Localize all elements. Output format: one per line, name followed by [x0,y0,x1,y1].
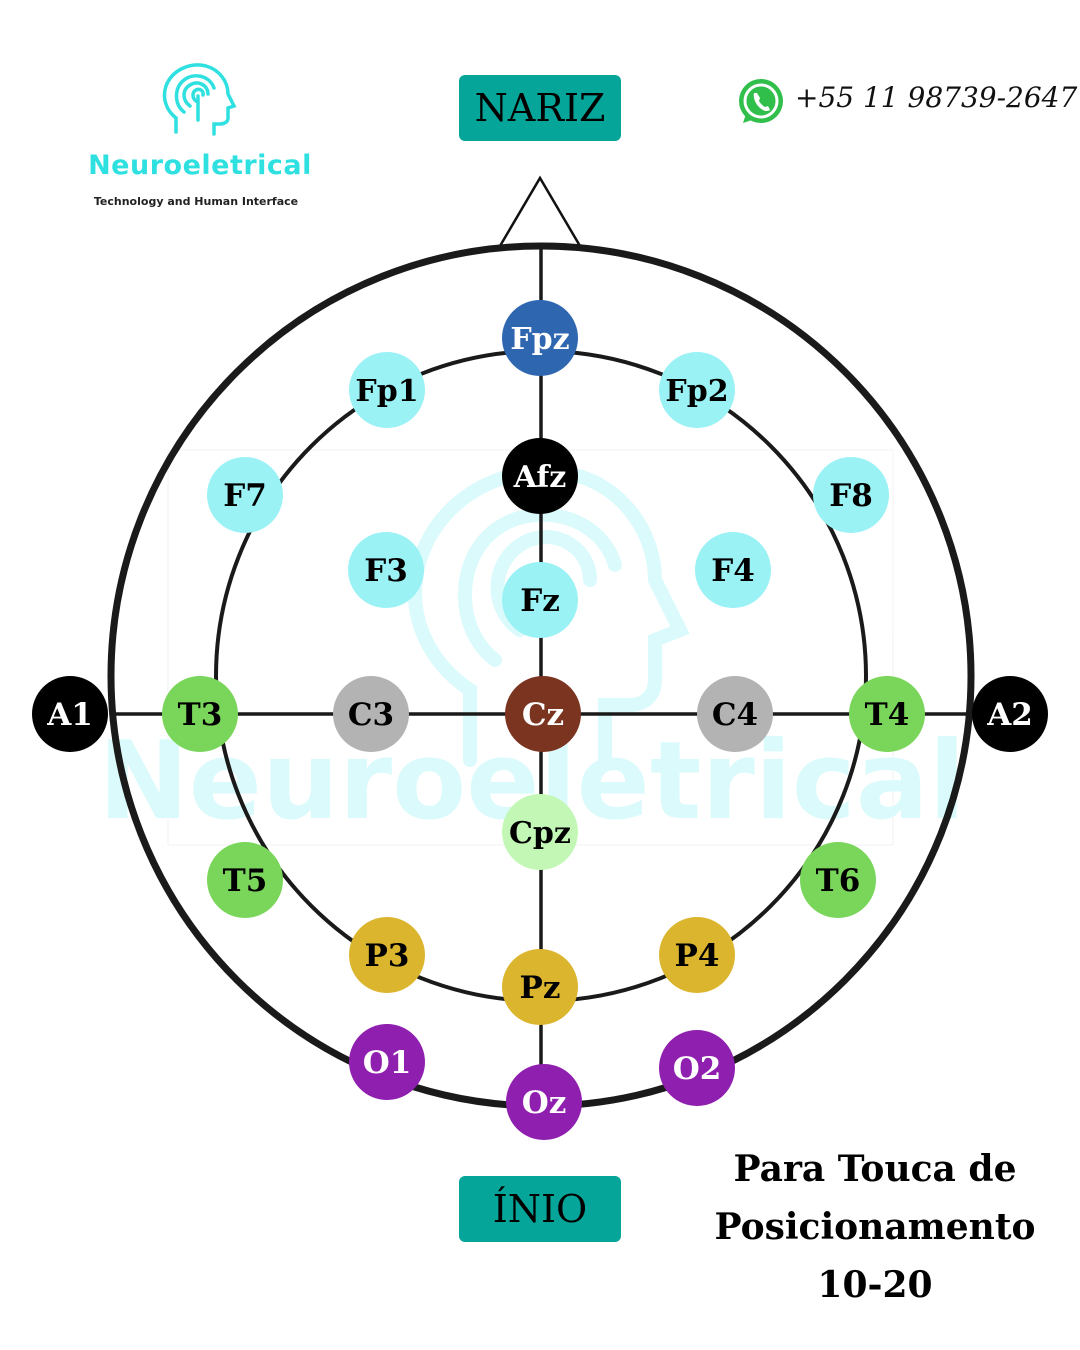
electrode-c4: C4 [697,676,773,752]
electrode-label: Pz [520,970,561,1006]
electrode-fpz: Fpz [502,300,578,376]
electrode-o2: O2 [659,1030,735,1106]
electrode-fp2: Fp2 [659,352,735,428]
electrode-a2: A2 [972,676,1048,752]
electrode-dot [333,676,409,752]
caption: Para Touca de Posicionamento 10-20 [700,1140,1050,1314]
electrode-afz: Afz [502,438,578,514]
electrode-label: Fp2 [665,374,728,409]
electrode-label: C3 [348,697,394,733]
electrode-c3: C3 [333,676,409,752]
electrode-label: Afz [513,460,567,495]
electrode-dot [207,842,283,918]
electrode-dot [800,842,876,918]
electrode-dot [505,676,581,752]
electrode-dot [813,457,889,533]
electrode-label: Cpz [509,816,571,851]
electrode-fz: Fz [502,562,578,638]
electrode-dot [659,917,735,993]
electrode-label: O2 [673,1051,722,1087]
brand-tagline: Technology and Human Interface [93,195,299,208]
caption-line-1: Para Touca de [733,1148,1017,1190]
electrode-t3: T3 [162,676,238,752]
electrode-f8: F8 [813,457,889,533]
brand-name: Neuroeletrical [88,150,312,181]
electrode-label: F7 [223,478,267,514]
electrode-dot [502,300,578,376]
electrode-label: T4 [865,697,910,733]
electrode-label: P4 [675,938,720,974]
caption-line-2: Posicionamento [714,1206,1036,1248]
electrode-dot [349,1024,425,1100]
electrode-dot [659,352,735,428]
electrode-label: T3 [178,697,223,733]
electrode-label: Fz [520,583,560,619]
electrode-oz: Oz [506,1064,582,1140]
electrode-dot [502,794,578,870]
electrode-label: A1 [46,697,93,733]
electrode-dot [659,1030,735,1106]
electrode-dot [348,532,424,608]
electrode-dot [695,532,771,608]
brand-logo: Neuroeletrical Technology and Human Inte… [80,60,320,220]
electrode-o1: O1 [349,1024,425,1100]
electrode-f4: F4 [695,532,771,608]
electrode-label: T5 [223,863,268,899]
electrode-dot [32,676,108,752]
electrode-label: Fp1 [355,374,418,409]
electrode-label: F3 [364,553,408,589]
electrode-dot [502,562,578,638]
electrode-t5: T5 [207,842,283,918]
electrode-label: F4 [711,553,755,589]
electrode-dot [502,949,578,1025]
electrode-label: O1 [363,1045,412,1081]
electrode-label: F8 [829,478,873,514]
electrode-label: Oz [522,1085,567,1121]
caption-line-3: 10-20 [817,1264,933,1306]
electrode-dot [207,457,283,533]
head-brain-icon [162,63,237,136]
electrode-label: A2 [986,697,1033,733]
electrode-f7: F7 [207,457,283,533]
electrode-label: T6 [816,863,861,899]
electrode-a1: A1 [32,676,108,752]
electrode-cpz: Cpz [502,794,578,870]
electrode-dot [162,676,238,752]
nose-label: NARIZ [459,75,621,141]
electrode-dot [349,352,425,428]
electrode-label: P3 [365,938,410,974]
electrode-dot [349,917,425,993]
whatsapp-icon [739,79,783,123]
inion-label: ÍNIO [459,1176,621,1242]
phone-number: +55 11 98739-2647 [795,81,1078,114]
electrode-p4: P4 [659,917,735,993]
electrode-cz: Cz [505,676,581,752]
electrode-dot [697,676,773,752]
nose-marker [498,175,582,247]
electrode-label: Fpz [510,322,569,357]
electrode-t6: T6 [800,842,876,918]
electrode-label: Cz [522,697,564,733]
electrode-p3: P3 [349,917,425,993]
electrode-pz: Pz [502,949,578,1025]
electrode-fp1: Fp1 [349,352,425,428]
electrode-dot [972,676,1048,752]
contact-phone[interactable]: +55 11 98739-2647 [735,75,1077,131]
electrode-label: C4 [712,697,758,733]
electrode-dot [506,1064,582,1140]
electrode-f3: F3 [348,532,424,608]
electrode-dot [849,676,925,752]
electrode-dot [502,438,578,514]
electrode-t4: T4 [849,676,925,752]
